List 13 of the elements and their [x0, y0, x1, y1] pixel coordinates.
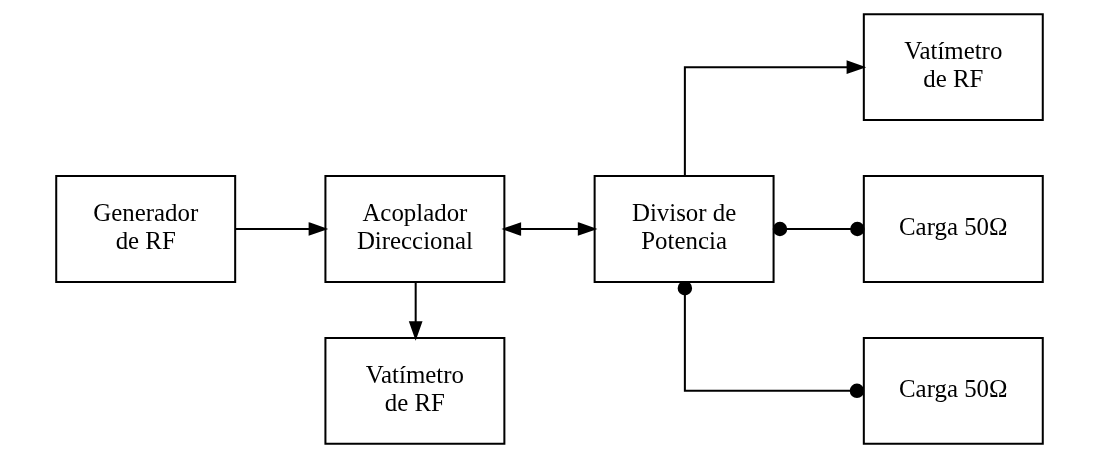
node-box: Vatímetro de RF [324, 336, 506, 445]
arrow [501, 222, 598, 236]
node-box: Carga 50Ω [862, 175, 1044, 283]
node-box: Vatímetro de RF [862, 13, 1044, 122]
arrow [683, 60, 867, 176]
arrow [408, 282, 423, 341]
connector [772, 221, 865, 237]
connector [677, 280, 865, 399]
node-box: Carga 50Ω [862, 336, 1044, 445]
node-box: Divisor de Potencia [593, 175, 775, 283]
node-box: Acoplador Direccional [324, 175, 506, 283]
arrow [235, 222, 329, 236]
node-box: Generador de RF [55, 175, 237, 283]
